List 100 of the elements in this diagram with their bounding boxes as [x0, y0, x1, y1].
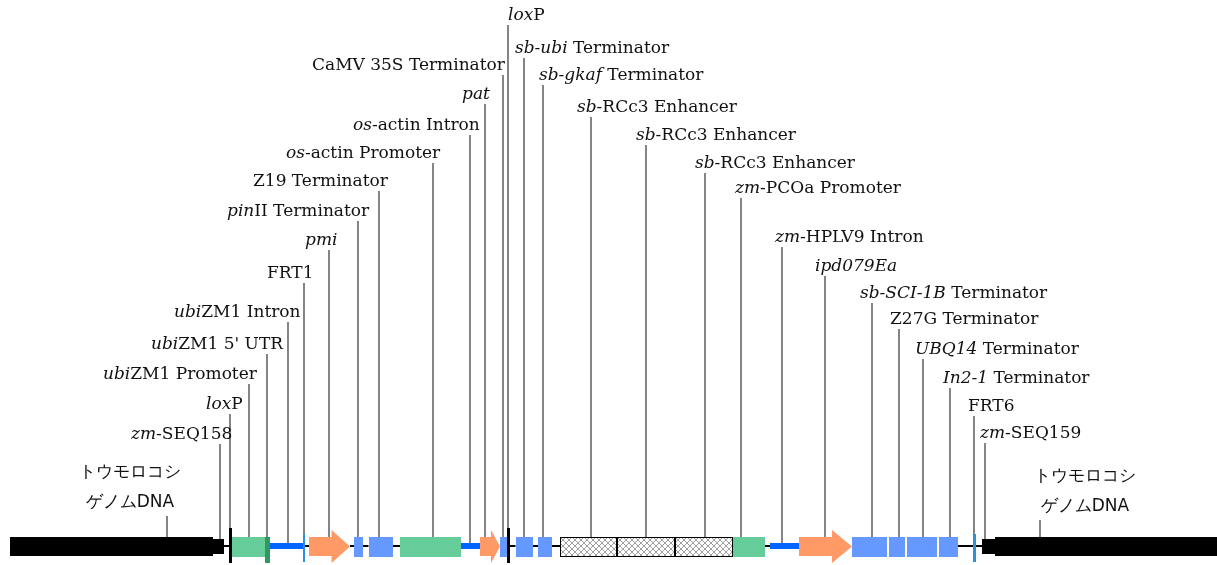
feature-box — [354, 537, 363, 557]
feature-box — [515, 537, 533, 557]
feature-box — [939, 537, 958, 557]
feature-box — [538, 537, 552, 557]
feature-label: sb-RCc3 Enhancer — [636, 123, 796, 145]
leader-line — [469, 134, 471, 544]
dna-line — [392, 545, 401, 547]
leader-line — [1039, 519, 1041, 538]
leader-line — [248, 383, 250, 538]
hatched-box — [560, 537, 617, 557]
feature-label: sb-ubi Terminator — [515, 36, 670, 58]
feature-label: FRT1 — [267, 261, 314, 283]
leader-line — [502, 74, 504, 538]
leader-line — [378, 190, 380, 538]
leader-line — [484, 103, 486, 538]
leader-line — [229, 413, 231, 529]
leader-line — [984, 442, 986, 540]
leader-line — [590, 116, 592, 538]
leader-line — [922, 358, 924, 538]
feature-label: UBQ14 Terminator — [915, 337, 1079, 359]
dna-line — [304, 545, 310, 547]
site-marker-line — [973, 534, 976, 562]
feature-label: zm-SEQ159 — [980, 421, 1082, 443]
leader-line — [824, 275, 826, 538]
leader-line — [542, 84, 544, 538]
dna-label: トウモロコシゲノムDNA — [72, 456, 188, 516]
feature-label: ubiZM1 Promoter — [103, 362, 257, 384]
dna-line — [957, 545, 974, 547]
feature-label: ipd079Ea — [815, 254, 898, 276]
dna-line — [349, 545, 355, 547]
dna-label: トウモロコシゲノムDNA — [1027, 460, 1143, 520]
thick-line-segment — [270, 543, 303, 549]
feature-label: sb-RCc3 Enhancer — [695, 151, 855, 173]
feature-label: sb-gkaf Terminator — [539, 63, 704, 85]
leader-line — [357, 220, 359, 538]
feature-label: loxP — [508, 3, 545, 25]
hatched-box — [675, 537, 733, 557]
feature-label: CaMV 35S Terminator — [312, 53, 505, 75]
feature-box — [400, 537, 461, 557]
feature-box — [733, 537, 765, 557]
dna-line — [551, 545, 561, 547]
leader-line — [973, 415, 975, 535]
feature-label: pat — [462, 82, 490, 104]
leader-line — [219, 443, 221, 540]
feature-label: loxP — [206, 392, 243, 414]
pentagon-box — [799, 530, 852, 563]
dna-line — [975, 545, 983, 547]
leader-line — [432, 162, 434, 538]
feature-label: pinII Terminator — [227, 199, 370, 221]
feature-box — [907, 537, 937, 557]
dna-line — [508, 545, 517, 547]
leader-line — [645, 144, 647, 538]
feature-box — [852, 537, 887, 557]
leader-line — [287, 321, 289, 544]
pentagon-box — [309, 530, 350, 563]
dna-line — [764, 545, 771, 547]
feature-label: Z27G Terminator — [890, 307, 1039, 329]
feature-label: pmi — [305, 228, 338, 250]
feature-box — [232, 537, 265, 557]
leader-line — [898, 328, 900, 538]
hatched-box — [617, 537, 675, 557]
leader-line — [523, 57, 525, 538]
dna-bar — [10, 537, 213, 556]
dna-line — [222, 545, 230, 547]
feature-label: os-actin Intron — [353, 113, 480, 135]
dna-bar — [213, 539, 224, 554]
thick-line-segment — [770, 543, 800, 549]
feature-label: FRT6 — [968, 394, 1015, 416]
leader-line — [781, 246, 783, 544]
leader-line — [949, 387, 951, 538]
leader-line — [303, 282, 305, 535]
feature-label: sb-SCI-1B Terminator — [860, 281, 1048, 303]
site-marker-line — [229, 528, 232, 563]
leader-line — [166, 515, 168, 538]
feature-label: Z19 Terminator — [253, 169, 388, 191]
site-marker-line — [507, 528, 510, 563]
feature-label: In2-1 Terminator — [943, 366, 1090, 388]
feature-box — [889, 537, 905, 557]
feature-box — [368, 537, 393, 557]
leader-line — [871, 302, 873, 538]
feature-box — [500, 537, 507, 557]
feature-label: zm-HPLV9 Intron — [775, 225, 924, 247]
dna-bar — [982, 539, 995, 554]
feature-box — [265, 537, 270, 563]
leader-line — [328, 249, 330, 538]
dna-line — [532, 545, 539, 547]
feature-label: zm-PCOa Promoter — [735, 176, 901, 198]
thick-line-segment — [461, 543, 480, 549]
feature-label: ubiZM1 5' UTR — [151, 332, 284, 354]
feature-label: os-actin Promoter — [286, 141, 441, 163]
feature-label: ubiZM1 Intron — [174, 300, 301, 322]
leader-line — [266, 353, 268, 538]
feature-label: sb-RCc3 Enhancer — [577, 95, 737, 117]
site-marker-line — [303, 534, 305, 562]
feature-label: zm-SEQ158 — [131, 422, 233, 444]
pentagon-box — [480, 530, 500, 563]
leader-line — [704, 172, 706, 538]
dna-line — [361, 545, 370, 547]
leader-line — [740, 197, 742, 538]
dna-bar — [995, 537, 1217, 556]
